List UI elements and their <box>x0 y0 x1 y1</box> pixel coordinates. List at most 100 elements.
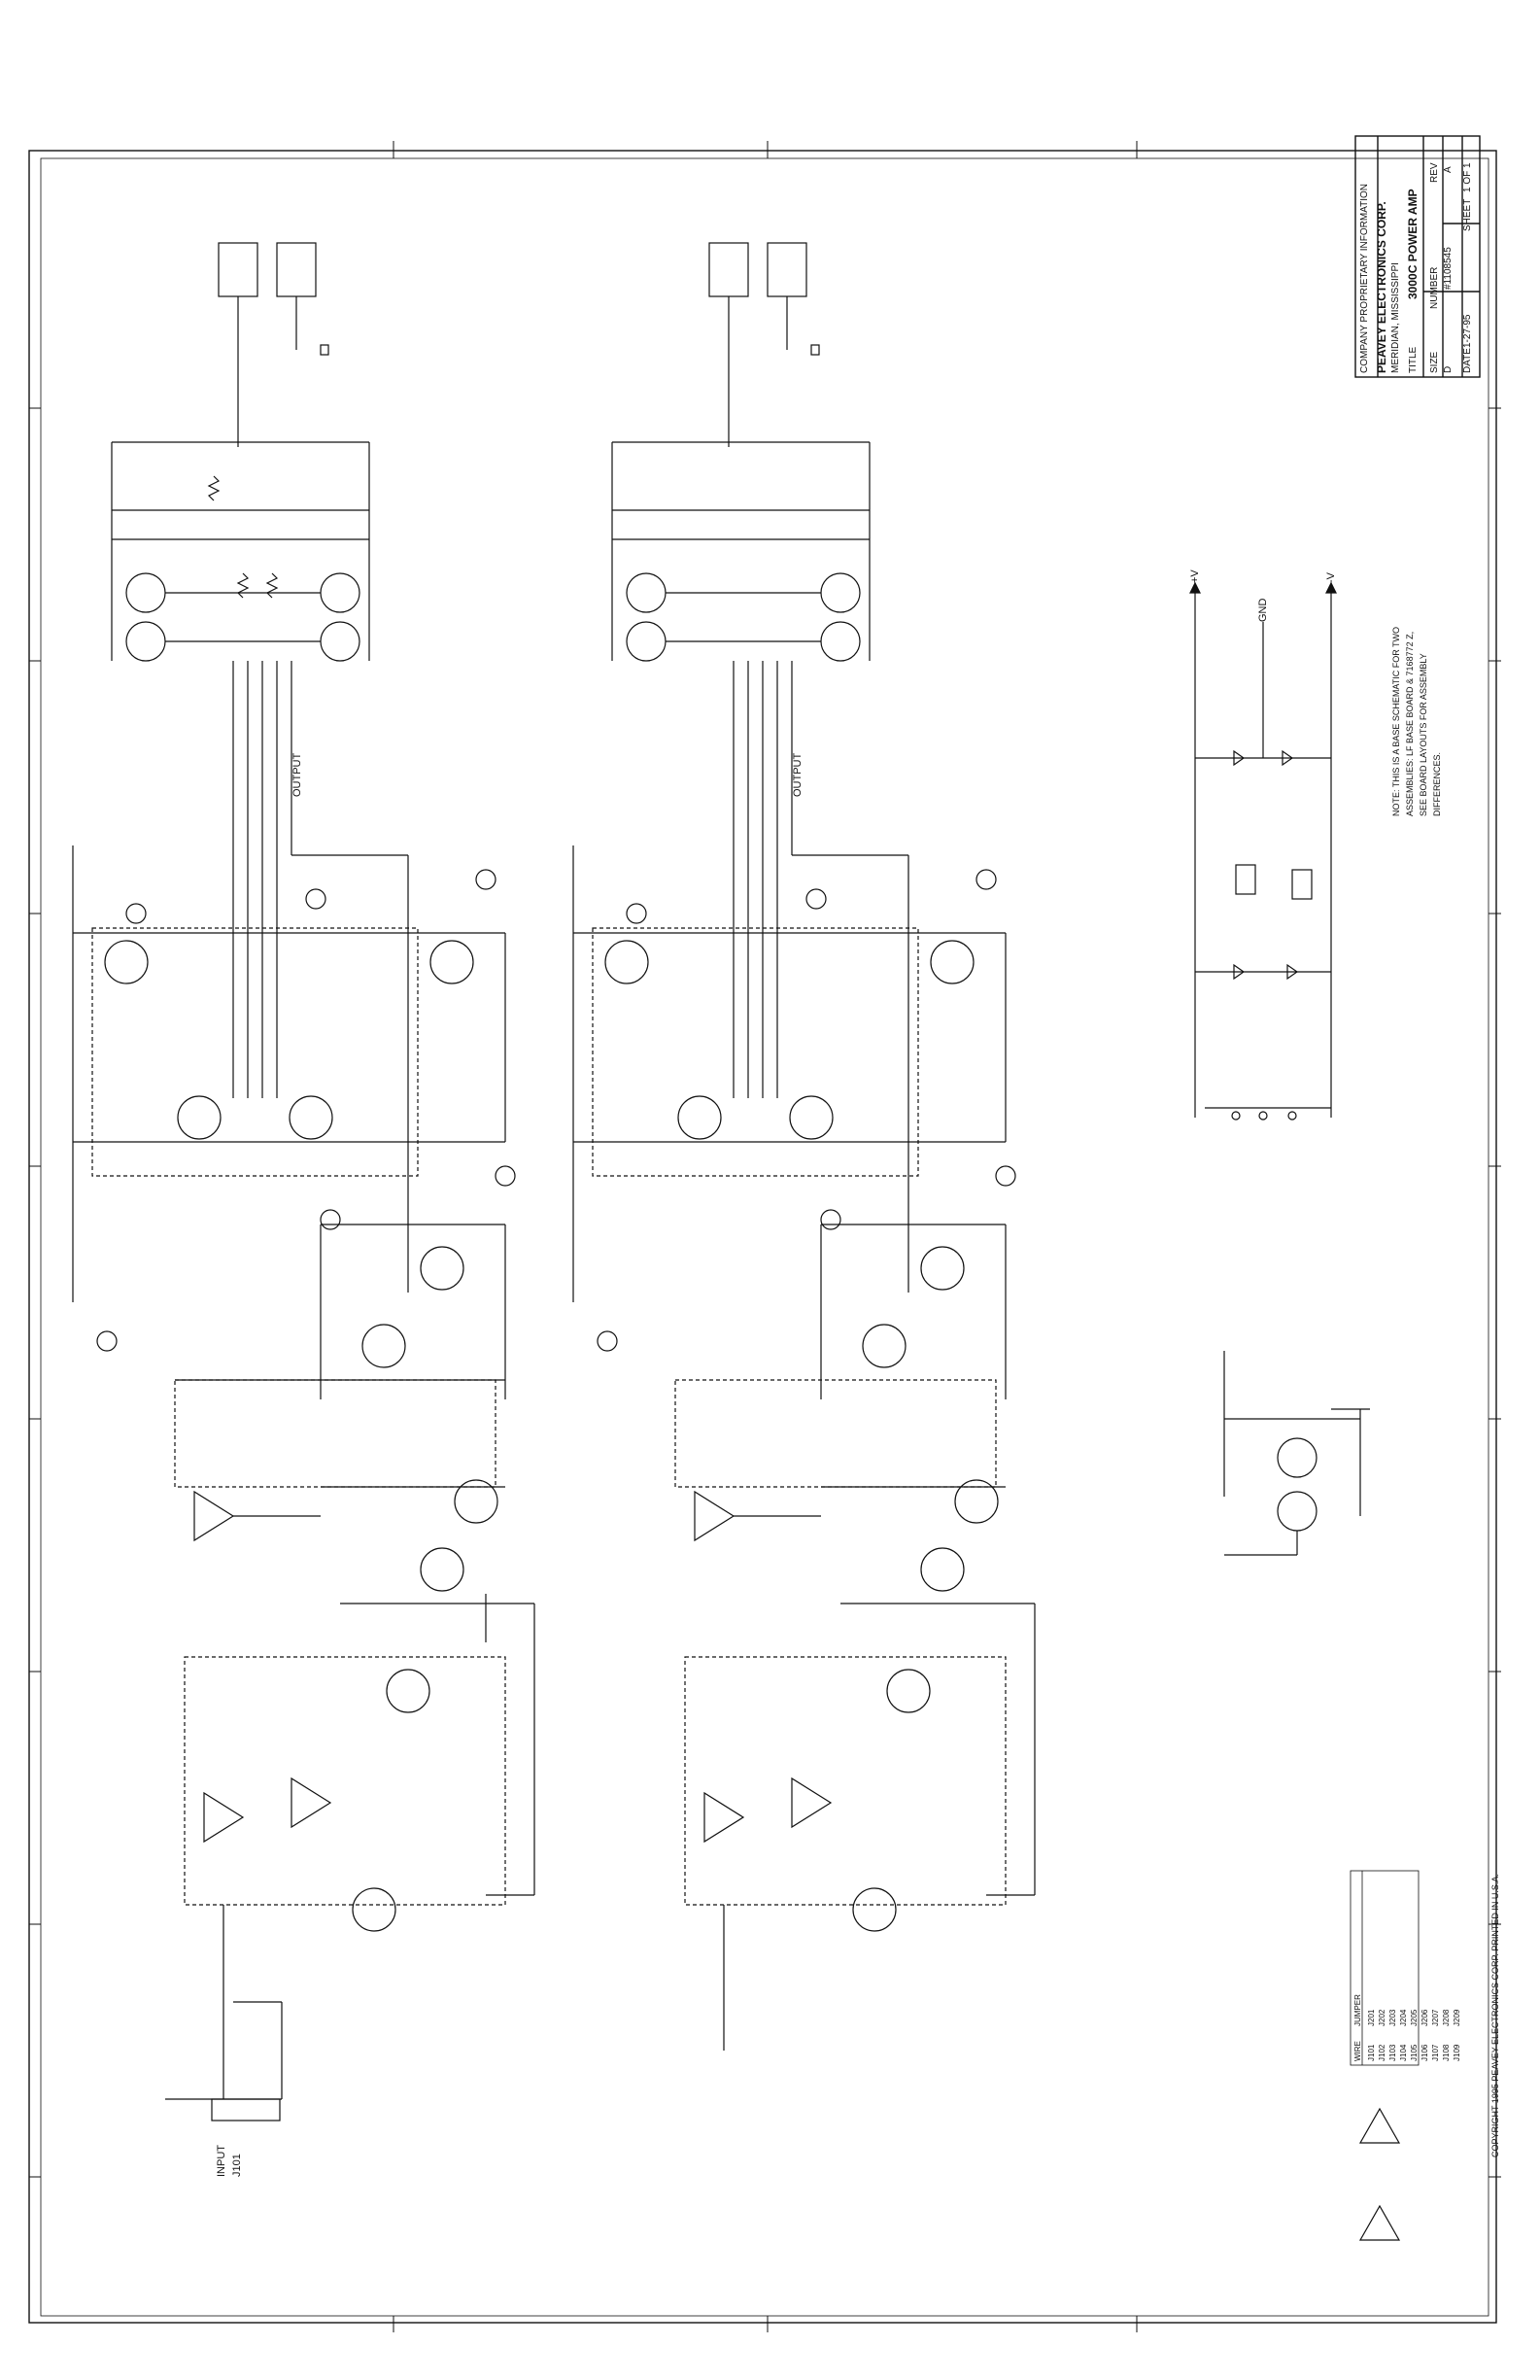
rev-label: REV <box>1429 162 1440 183</box>
drawing-frame <box>28 150 1497 2324</box>
copyright-notice: COPYRIGHT 1995 PEAVEY ELECTRONICS CORP. … <box>1490 1837 1504 2157</box>
ground-symbol <box>626 903 647 924</box>
company-city: MERIDIAN, MISSISSIPPI <box>1390 262 1401 373</box>
opamp-u102 <box>291 1776 332 1829</box>
channel-a-circuit <box>72 242 535 2121</box>
ground-symbol <box>475 869 496 890</box>
ground-symbol <box>820 1209 841 1230</box>
input-connector-label: INPUT <box>216 2145 227 2177</box>
channel-b-circuit <box>572 242 1036 2051</box>
transistor-q213 <box>886 1669 931 1713</box>
transistor-q108 <box>289 1095 333 1140</box>
rev-value: A <box>1443 166 1454 173</box>
jumper-entry: J107 <box>1431 2044 1440 2061</box>
jumper-entry: J206 <box>1420 2009 1429 2026</box>
transistor-q208 <box>789 1095 834 1140</box>
ground-symbol <box>96 1330 118 1352</box>
transistor-q102 <box>125 621 166 662</box>
transistor-q212 <box>920 1547 965 1592</box>
note-line: SEE BOARD LAYOUTS FOR ASSEMBLY DIFFERENC… <box>1419 653 1442 816</box>
drawing-frame-inner <box>40 157 1489 2317</box>
transistor-q207 <box>677 1095 722 1140</box>
ground-symbol <box>995 1165 1016 1187</box>
transistor-q2 <box>1277 1491 1318 1532</box>
ground-symbol <box>805 888 827 910</box>
jumper-header-wire: WIRE <box>1353 2041 1362 2061</box>
jumper-entry: J209 <box>1453 2009 1461 2026</box>
jumper-entry: J106 <box>1420 2044 1429 2061</box>
diode-d1 <box>1233 749 1246 767</box>
jumper-header-jumper: JUMPER <box>1353 1994 1362 2026</box>
driver-stage-box-right <box>592 927 919 1177</box>
output-label-left: OUTPUT <box>291 752 303 797</box>
title-block: COMPANY PROPRIETARY INFORMATION PEAVEY E… <box>1355 136 1480 377</box>
transistor-q211 <box>930 940 975 984</box>
transistor-q205 <box>604 940 649 984</box>
terminal <box>1231 1111 1241 1121</box>
opamp-u201b <box>703 1791 745 1844</box>
transistor-q111b <box>454 1479 498 1524</box>
transistor-q113 <box>386 1669 430 1713</box>
transistor-q110 <box>361 1324 406 1368</box>
opamp-u101a <box>193 1490 235 1542</box>
sub-box-left <box>174 1379 496 1488</box>
ground-symbol <box>597 1330 618 1352</box>
note-line: NOTE: THIS IS A BASE SCHEMATIC FOR TWO <box>1391 626 1401 816</box>
terminal <box>1258 1111 1268 1121</box>
transistor-q204 <box>820 621 861 662</box>
drawing-number: #1108545 <box>1443 247 1454 290</box>
zone-ticks <box>29 141 1501 2332</box>
jumper-entry: J101 <box>1367 2044 1376 2061</box>
jumper-entry: J104 <box>1399 2044 1408 2061</box>
transistor-q101 <box>125 572 166 613</box>
title-label: TITLE <box>1408 346 1419 373</box>
arrow-plus-v <box>1189 581 1201 594</box>
power-supply-circuit <box>1189 581 1401 2241</box>
transistor-q109 <box>420 1246 464 1291</box>
company-name: PEAVEY ELECTRONICS CORP. <box>1375 201 1388 373</box>
jumper-entry: J102 <box>1378 2044 1386 2061</box>
transistor-q210 <box>862 1324 907 1368</box>
plus-v-label: +V <box>1189 569 1201 583</box>
transistor-q214 <box>852 1887 897 1932</box>
transistor-q105 <box>104 940 149 984</box>
jumper-entry: J205 <box>1410 2009 1419 2026</box>
resistor-r102 <box>236 572 250 599</box>
transistor-q201 <box>626 572 667 613</box>
transistor-q202 <box>626 621 667 662</box>
transistor-q203 <box>820 572 861 613</box>
jumper-entry: J103 <box>1388 2044 1397 2061</box>
sub-box-right <box>674 1379 997 1488</box>
note-line: ASSEMBLIES: LF BASE BOARD & 7168772 Z, <box>1405 631 1415 816</box>
transistor-q209 <box>920 1246 965 1291</box>
ground-symbol <box>975 869 997 890</box>
jumper-entry: J108 <box>1442 2044 1451 2061</box>
opamp-u201a <box>694 1490 736 1542</box>
transistor-q107 <box>177 1095 222 1140</box>
jumper-table-frame <box>1350 1870 1420 2066</box>
jumper-entry: J105 <box>1410 2044 1419 2061</box>
sheet-value: 1 OF 1 <box>1462 162 1473 192</box>
input-stage-box-left <box>184 1656 506 1906</box>
jumper-entry: J201 <box>1367 2009 1376 2026</box>
proprietary-notice: COMPANY PROPRIETARY INFORMATION <box>1359 183 1370 373</box>
transistor-q211b <box>954 1479 999 1524</box>
opamp-u101b <box>203 1791 245 1844</box>
transistor-q111 <box>429 940 474 984</box>
jumper-entry: J203 <box>1388 2009 1397 2026</box>
minus-v-label: -V <box>1325 572 1337 583</box>
drawing-title: 3000C POWER AMP <box>1406 189 1420 299</box>
title-block-frame <box>1354 135 1481 378</box>
diode-d3 <box>1233 963 1246 981</box>
ground-symbol <box>495 1165 516 1187</box>
driver-stage-box-left <box>91 927 419 1177</box>
input-stage-box-right <box>684 1656 1007 1906</box>
input-connector-ref: J101 <box>231 2154 243 2177</box>
size-label: SIZE <box>1429 351 1440 373</box>
transistor-q103 <box>320 572 360 613</box>
jumper-entry: J208 <box>1442 2009 1451 2026</box>
opamp-u1b <box>1358 2204 1401 2241</box>
terminal <box>1287 1111 1297 1121</box>
